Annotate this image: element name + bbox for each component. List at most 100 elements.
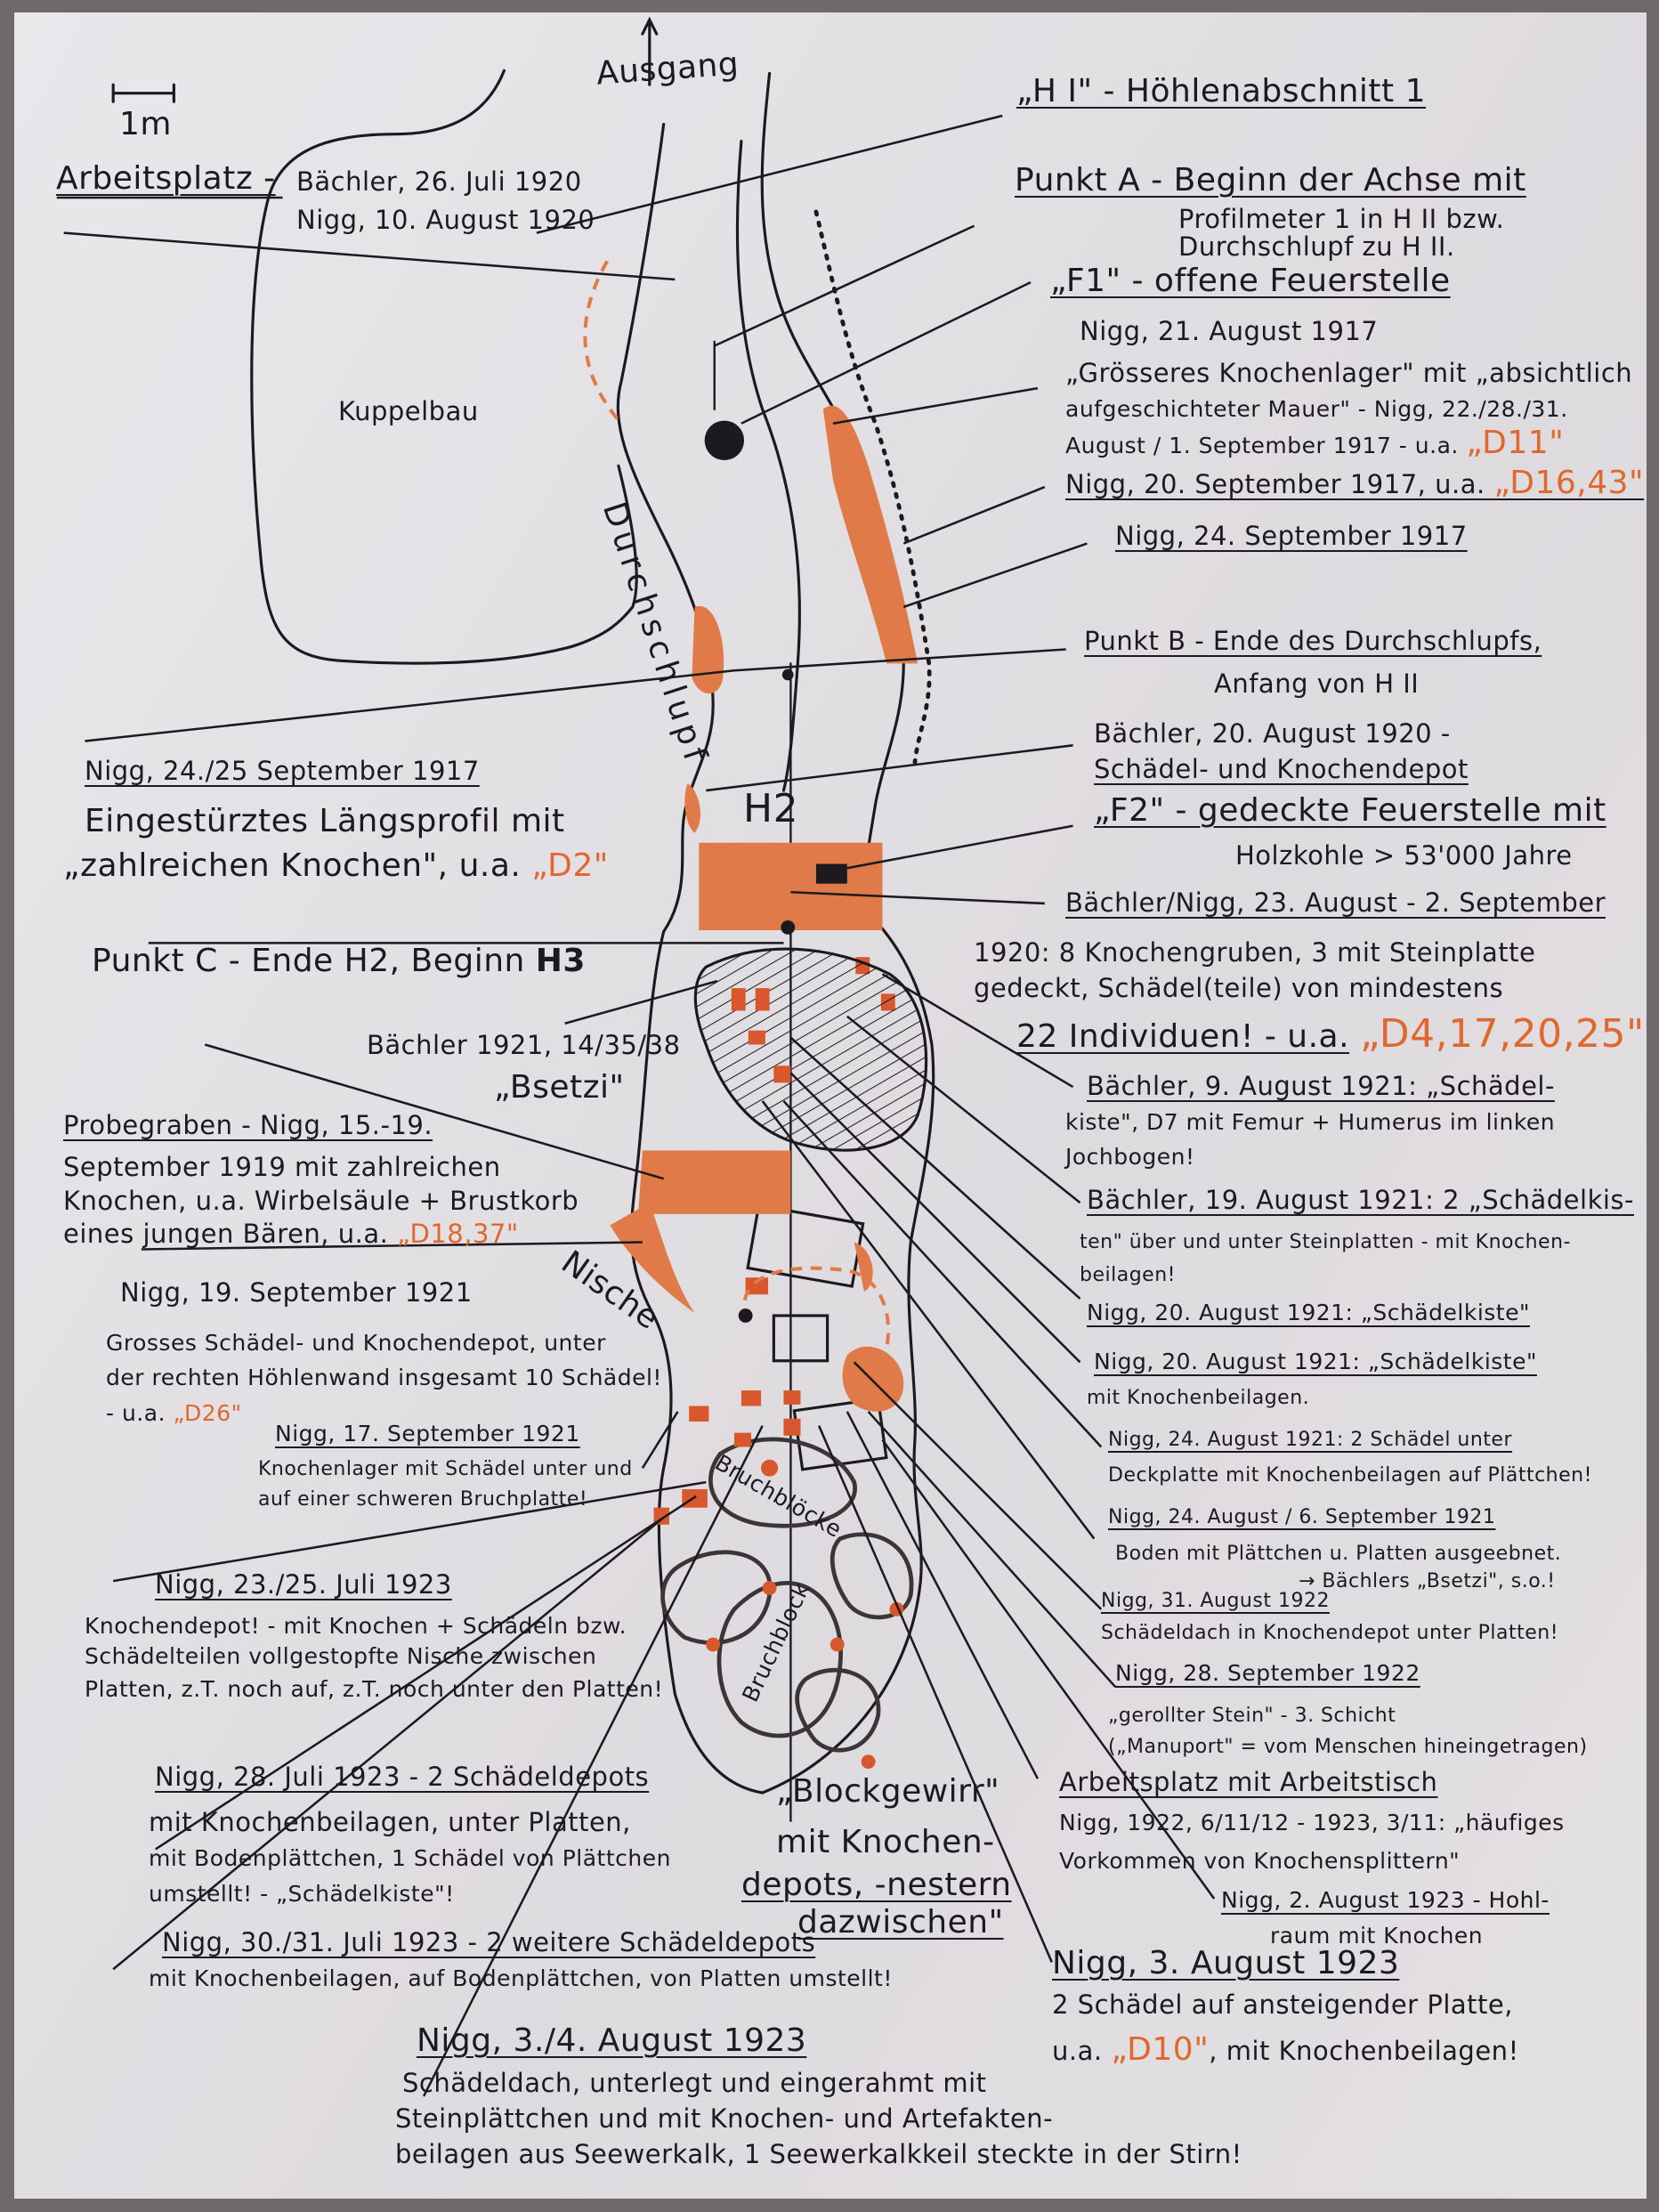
note-line: „Bsetzi" xyxy=(494,1069,625,1106)
note-line: Nigg, 24. September 1917 xyxy=(1115,521,1468,551)
note-line: Nigg, 28. September 1922 xyxy=(1115,1660,1420,1686)
note-line: Nigg, 20. September 1917, u.a. „D16,43" xyxy=(1065,465,1645,501)
note-line: ten" über und unter Steinplatten - mit K… xyxy=(1080,1231,1571,1253)
note-line: - u.a. „D26" xyxy=(106,1400,242,1426)
note-line: umstellt! - „Schädelkiste"! xyxy=(149,1881,455,1907)
note-line: Nigg, 31. August 1922 xyxy=(1101,1590,1330,1612)
note-line: eines jungen Bären, u.a. „D18,37" xyxy=(63,1219,519,1249)
note-line: Bächler, 9. August 1921: „Schädel- xyxy=(1087,1071,1555,1101)
note-line: Nigg, 21. August 1917 xyxy=(1080,316,1379,346)
note-line: Boden mit Plättchen u. Platten ausgeebne… xyxy=(1115,1543,1562,1565)
bruchbloecke-outline xyxy=(708,1437,857,1528)
find-reference: „D26" xyxy=(173,1400,242,1426)
note-line: Schädel- und Knochendepot xyxy=(1094,754,1469,784)
kuppelbau-outline xyxy=(250,69,638,665)
bruchblock-outline xyxy=(716,1581,843,1738)
note-line: Nigg, 3. August 1923 xyxy=(1052,1945,1400,1981)
note-line: Probegraben - Nigg, 15.-19. xyxy=(63,1110,433,1140)
note-line: Nigg, 19. September 1921 xyxy=(120,1277,473,1308)
note-line: Nigg, 24. August 1921: 2 Schädel unter xyxy=(1108,1429,1513,1451)
note-line: „zahlreichen Knochen", u.a. „D2" xyxy=(63,847,609,884)
note-line: Nigg, 23./25. Juli 1923 xyxy=(155,1569,452,1600)
note-line: depots, -nestern xyxy=(741,1867,1012,1903)
note-line: aufgeschichteter Mauer" - Nigg, 22./28./… xyxy=(1065,396,1568,422)
note-line: Deckplatte mit Knochenbeilagen auf Plätt… xyxy=(1108,1464,1592,1487)
note-line: 22 Individuen! - u.a. „D4,17,20,25" xyxy=(1016,1011,1645,1057)
note-line: beilagen aus Seewerkalk, 1 Seewerkalkkei… xyxy=(395,2139,1242,2169)
note-line: Schädeldach in Knochendepot unter Platte… xyxy=(1101,1622,1559,1644)
note-line: mit Knochen- xyxy=(776,1824,995,1860)
note-line: September 1919 mit zahlreichen xyxy=(63,1152,501,1182)
room-label-h2: H2 xyxy=(743,786,799,831)
dotted-wall xyxy=(813,209,932,765)
note-line: der rechten Höhlenwand insgesamt 10 Schä… xyxy=(106,1365,662,1390)
note-line: auf einer schweren Bruchplatte! xyxy=(258,1488,588,1511)
note-line: Profilmeter 1 in H II bzw. xyxy=(1178,204,1505,234)
leader-lines xyxy=(56,114,1216,2097)
punkt-c-label: Punkt C - Ende H2, Beginn H3 xyxy=(92,943,586,979)
note-line: August / 1. September 1917 - u.a. „D11" xyxy=(1065,425,1565,461)
note-line: „Grösseres Knochenlager" mit „absichtlic… xyxy=(1065,358,1633,388)
note-line: raum mit Knochen xyxy=(1270,1923,1484,1949)
find-reference: „D18,37" xyxy=(397,1219,519,1249)
exit-arrow xyxy=(641,16,659,86)
note-line: Nigg, 17. September 1921 xyxy=(275,1421,580,1446)
note-line: „Blockgewirr" xyxy=(776,1773,1000,1810)
note-line: Knochenlager mit Schädel unter und xyxy=(258,1458,633,1480)
find-reference: „D16,43" xyxy=(1493,465,1645,501)
note-line: Bächler/Nigg, 23. August - 2. September xyxy=(1065,887,1606,918)
note-line: Bächler, 19. August 1921: 2 „Schädelkis- xyxy=(1087,1185,1635,1215)
arbeitsplatz-label: Arbeitsplatz - xyxy=(56,160,276,197)
note-line: Nigg, 2. August 1923 - Hohl- xyxy=(1221,1887,1550,1913)
note-line: Platten, z.T. noch auf, z.T. noch unter … xyxy=(85,1676,664,1702)
find-reference: „D10" xyxy=(1111,2031,1210,2068)
note-line: mit Knochenbeilagen. xyxy=(1087,1387,1310,1409)
cave-left-wall xyxy=(616,122,765,1795)
note-line: → Bächlers „Bsetzi", s.o.! xyxy=(1299,1570,1556,1592)
note-line: gedeckt, Schädel(teile) von mindestens xyxy=(974,973,1504,1003)
note-line: Durchschlupf zu H II. xyxy=(1178,231,1455,262)
note-line: Bächler, 20. August 1920 - xyxy=(1094,718,1451,749)
note-line: kiste", D7 mit Femur + Humerus im linken xyxy=(1065,1109,1556,1135)
cave-right-wall xyxy=(760,71,935,1795)
find-reference: „D11" xyxy=(1466,425,1565,461)
note-line: Jochbogen! xyxy=(1065,1144,1195,1170)
note-line: mit Knochenbeilagen, auf Bodenplättchen,… xyxy=(149,1965,893,1991)
hatched-area xyxy=(693,947,928,1152)
note-line: Eingestürztes Längsprofil mit xyxy=(85,803,565,839)
find-reference: „D4,17,20,25" xyxy=(1360,1011,1645,1057)
note-line: Vorkommen von Knochensplittern" xyxy=(1059,1848,1461,1874)
scale-label: 1m xyxy=(119,106,172,142)
note-line: Nigg, 1922, 6/11/12 - 1923, 3/11: „häufi… xyxy=(1059,1810,1565,1835)
note-line: Nigg, 30./31. Juli 1923 - 2 weitere Schä… xyxy=(162,1927,816,1957)
note-line: mit Bodenplättchen, 1 Schädel von Plättc… xyxy=(149,1845,671,1871)
note-line: Knochendepot! - mit Knochen + Schädeln b… xyxy=(85,1613,627,1639)
note-line: („Manuport" = vom Menschen hineingetrage… xyxy=(1108,1736,1588,1758)
note-line: dazwischen" xyxy=(797,1904,1004,1941)
note-line: Grosses Schädel- und Knochendepot, unter xyxy=(106,1330,606,1356)
note-line: u.a. „D10", mit Knochenbeilagen! xyxy=(1052,2031,1519,2068)
note-line: „H I" - Höhlenabschnitt 1 xyxy=(1016,73,1426,109)
note-line: Holzkohle > 53'000 Jahre xyxy=(1235,840,1573,871)
note-line: Schädelteilen vollgestopfte Nische zwisc… xyxy=(85,1643,597,1669)
note-line: Nigg, 24./25 September 1917 xyxy=(85,756,480,786)
note-line: Nigg, 28. Juli 1923 - 2 Schädeldepots xyxy=(155,1762,650,1792)
note-line: 1920: 8 Knochengruben, 3 mit Steinplatte xyxy=(974,937,1536,968)
room-label-kuppelbau: Kuppelbau xyxy=(338,396,479,426)
note-line: 2 Schädel auf ansteigender Platte, xyxy=(1052,1989,1513,2020)
note-line: Arbeitsplatz mit Arbeitstisch xyxy=(1059,1767,1438,1797)
durchschlupf-inner-wall xyxy=(735,139,801,792)
note-line: Anfang von H II xyxy=(1214,668,1420,699)
find-reference: „D2" xyxy=(531,847,609,884)
note-line: Bächler 1921, 14/35/38 xyxy=(367,1030,681,1060)
note-line: Bächler, 26. Juli 1920 xyxy=(296,166,582,197)
f1-label: „F1" - offene Feuerstelle xyxy=(1050,263,1451,299)
punkt-a-label: Punkt A - Beginn der Achse mit xyxy=(1015,162,1526,199)
note-line: Nigg, 24. August / 6. September 1921 xyxy=(1108,1506,1496,1528)
note-line: Nigg, 10. August 1920 xyxy=(296,205,595,235)
f2-label: „F2" - gedeckte Feuerstelle mit xyxy=(1094,792,1606,829)
punkt-b-label: Punkt B - Ende des Durchschlupfs, xyxy=(1084,626,1542,656)
note-line: beilagen! xyxy=(1080,1264,1176,1286)
note-line: Schädeldach, unterlegt und eingerahmt mi… xyxy=(402,2068,987,2098)
